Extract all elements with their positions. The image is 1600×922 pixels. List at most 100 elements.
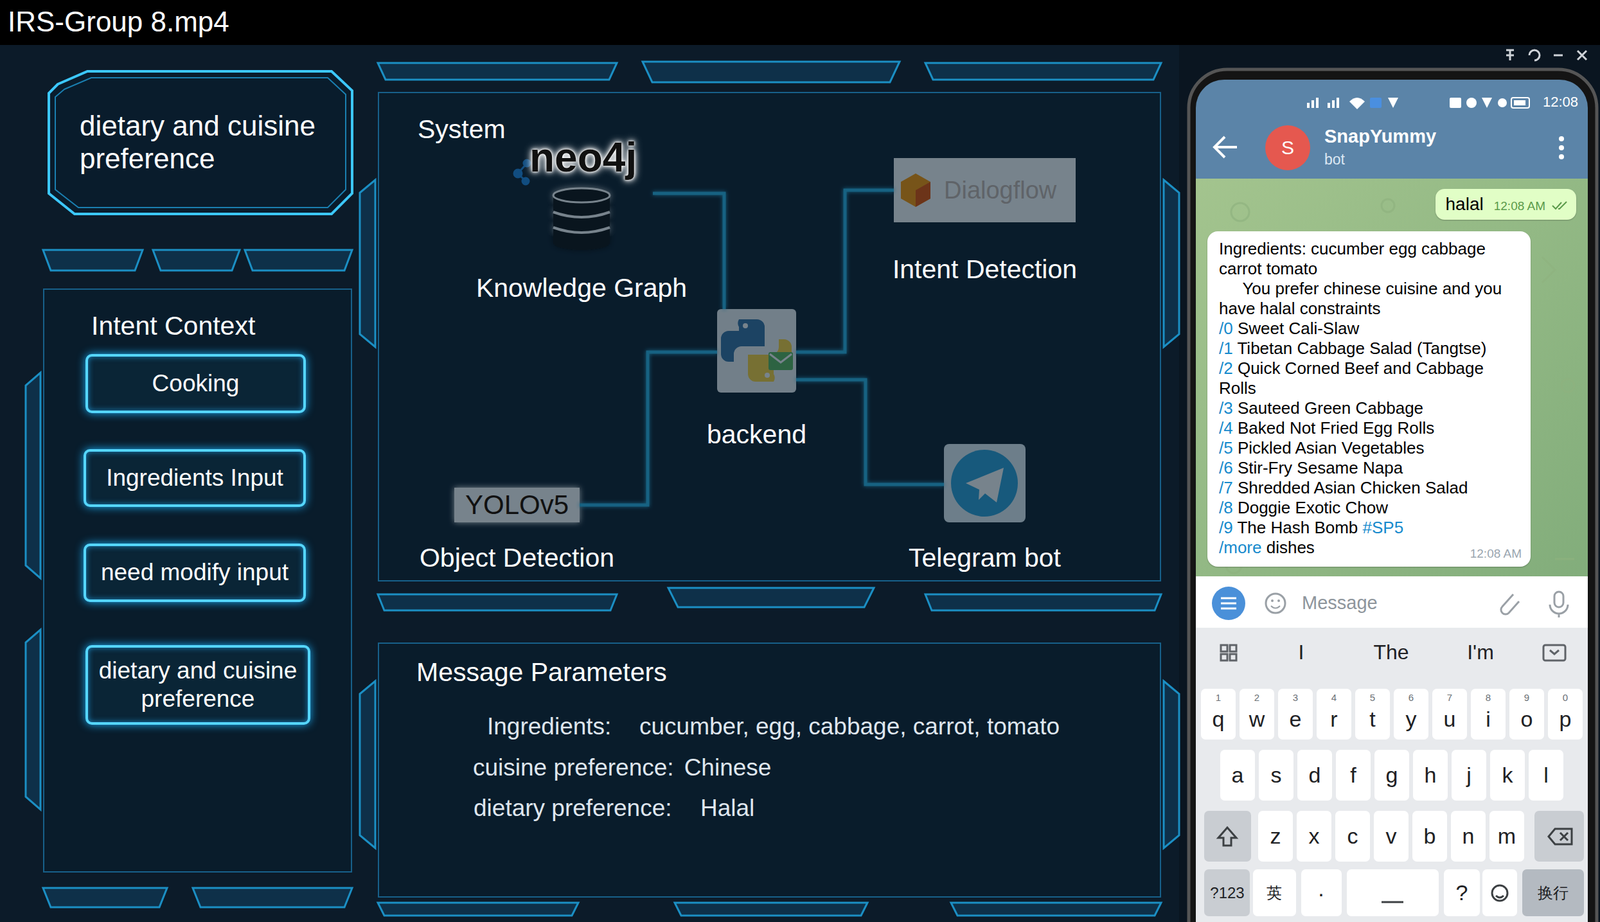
- hud-bars: [1163, 681, 1180, 849]
- phone: [1195, 115, 1588, 179]
- text-run: Quick: [1237, 358, 1286, 378]
- text-run: The: [1236, 517, 1271, 538]
- text-run: constraints: [1299, 298, 1381, 319]
- key-glyphs: [1492, 885, 1508, 901]
- key-letter: q: [1212, 707, 1225, 732]
- text-run: /9: [1218, 517, 1237, 538]
- key-letter: u: [1443, 707, 1457, 732]
- phone: [1188, 69, 1597, 922]
- phone: [1195, 79, 1588, 179]
- keyboard-keys: [1316, 688, 1352, 740]
- node-text: Ingredients: cucumber egg cabbage carrot…: [1218, 239, 1520, 279]
- keyboard-keys: [1374, 749, 1410, 801]
- text-run: egg: [1388, 239, 1422, 259]
- text-run: cabbage: [1421, 239, 1486, 259]
- keyboard-keys: [1482, 869, 1518, 917]
- text-run: Bomb: [1314, 517, 1363, 538]
- text-run: Corned: [1285, 358, 1345, 378]
- phone: [1549, 650, 1559, 655]
- node-text: 12:08 AM: [1493, 199, 1546, 214]
- keyboard-keys: [1346, 869, 1439, 917]
- node-text: /9 The Hash Bomb #SP5: [1218, 517, 1520, 538]
- chat-name: SnapYummy: [1324, 126, 1437, 148]
- status-icons: [1481, 97, 1493, 108]
- phone: [1195, 576, 1588, 628]
- key-letter: b: [1423, 824, 1437, 849]
- phone: [1195, 178, 1588, 577]
- status-icons: [1332, 100, 1335, 108]
- hud-bars: [377, 62, 617, 80]
- key-letter: m: [1497, 824, 1516, 849]
- node-text: dietary and cuisine preference: [79, 109, 337, 175]
- key-letter: d: [1308, 763, 1322, 788]
- keyboard-keys: [1450, 810, 1486, 862]
- key-hint: 8: [1485, 692, 1491, 704]
- text-run: you: [1474, 278, 1502, 299]
- text-run: Asian: [1313, 478, 1360, 498]
- node-text: Object Detection: [419, 542, 615, 574]
- intent-box: Ingredients Input: [83, 449, 306, 507]
- hud-bars: [377, 902, 579, 916]
- yolo-logo: [454, 487, 580, 523]
- function-key: ?123: [1209, 884, 1245, 902]
- hud-bars: [951, 902, 1162, 916]
- node-text: cucumber, egg, cabbage, carrot, tomato: [639, 713, 1060, 741]
- keyboard-keys: [1528, 749, 1564, 801]
- phone: [1543, 645, 1566, 661]
- phone: [1220, 645, 1228, 652]
- phone: [1561, 379, 1575, 392]
- text-run: Tibetan: [1236, 338, 1297, 358]
- keyboard-keys: [1489, 810, 1525, 862]
- node-text: dietary preference:: [473, 794, 673, 823]
- keyboard-keys: [1200, 688, 1236, 740]
- text-run: Napa: [1362, 458, 1403, 478]
- key-letter: e: [1289, 707, 1302, 732]
- window-controls: [1553, 54, 1563, 57]
- title-bar: [0, 0, 1600, 45]
- hud-bars: [359, 681, 376, 849]
- node-text: Intent Detection: [892, 254, 1077, 285]
- text-run: Chow: [1345, 497, 1388, 518]
- keyboard-keys: [1278, 688, 1313, 740]
- hud-bars: [668, 587, 874, 608]
- context-panel: Intent ContextCookingIngredients Inputne…: [43, 288, 353, 873]
- key-letter: y: [1405, 707, 1417, 732]
- text-run: chinese: [1323, 278, 1387, 299]
- text-run: /2: [1218, 358, 1238, 378]
- text-run: /5: [1218, 438, 1238, 458]
- hud-bars: [152, 249, 240, 271]
- text-run: You: [1242, 278, 1275, 299]
- intent-box: dietary and cuisine preference: [85, 645, 311, 725]
- phone: [1214, 136, 1237, 158]
- keyboard-keys: [1393, 688, 1429, 740]
- key-hint: 5: [1369, 692, 1376, 704]
- keyboard-keys: [1509, 688, 1545, 740]
- status-icons: [1513, 100, 1526, 106]
- text-run: Exotic: [1295, 497, 1346, 518]
- node-text: Intent Context: [91, 311, 256, 342]
- key-hint: 6: [1408, 692, 1414, 704]
- text-run: /8: [1218, 497, 1238, 518]
- keyboard-keys: [1470, 688, 1506, 740]
- keyboard-keys: [1432, 688, 1467, 740]
- key-letter: c: [1347, 824, 1359, 849]
- status-icons: [1306, 102, 1310, 108]
- text-run: /6: [1218, 458, 1238, 478]
- status-icons: [1449, 97, 1462, 108]
- phone: [1220, 654, 1228, 661]
- key-letter: h: [1424, 763, 1437, 788]
- node-text: S: [1281, 136, 1295, 159]
- keyboard-keys: [1258, 810, 1293, 862]
- reply-bubble: Ingredients: cucumber egg cabbage carrot…: [1207, 231, 1531, 567]
- text-run: (Tangtse): [1416, 338, 1487, 358]
- status-icons: [1511, 97, 1530, 108]
- text-run: tomato: [1266, 258, 1318, 279]
- phone: [1558, 145, 1565, 151]
- node-text: System: [417, 114, 506, 145]
- phone: [1554, 591, 1564, 608]
- phone: [1220, 598, 1237, 609]
- hud-bars: [377, 594, 617, 611]
- status-icons: [1336, 97, 1340, 108]
- node-text: neo4j: [529, 134, 637, 180]
- key-hint: 2: [1254, 692, 1260, 704]
